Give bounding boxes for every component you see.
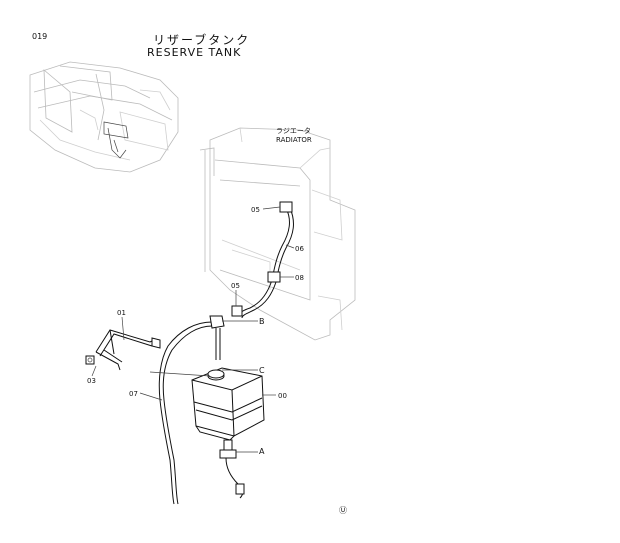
tank-bracket	[85, 329, 161, 371]
radiator-label-en: RADIATOR	[276, 136, 312, 144]
title-english: RESERVE TANK	[147, 46, 242, 59]
callout-07: 07	[129, 390, 138, 398]
callout-05-lower: 05	[231, 282, 240, 290]
callout-03: 03	[87, 377, 96, 385]
excavator-overview	[29, 61, 179, 173]
title-japanese: リザーブタンク	[153, 33, 251, 47]
tank-inlet-fitting	[209, 315, 225, 360]
footer-mark: Ⓤ	[339, 506, 347, 515]
page-number: 019	[32, 32, 48, 41]
connection-mark-b: B	[259, 317, 265, 326]
overflow-hose	[158, 321, 213, 505]
leader-lines	[91, 206, 295, 453]
callout-05-upper: 05	[251, 206, 260, 214]
radiator-outline	[199, 127, 356, 341]
callout-08: 08	[295, 274, 304, 282]
radiator-label-jp: ラジエータ	[276, 127, 311, 135]
reserve-tank	[191, 367, 265, 441]
callout-00: 00	[278, 392, 287, 400]
callout-01: 01	[117, 309, 126, 317]
level-sensor	[219, 439, 245, 499]
callout-06: 06	[295, 245, 304, 253]
radiator-hose	[231, 201, 294, 319]
connection-mark-c: C	[259, 366, 265, 375]
connection-mark-a: A	[259, 447, 265, 456]
